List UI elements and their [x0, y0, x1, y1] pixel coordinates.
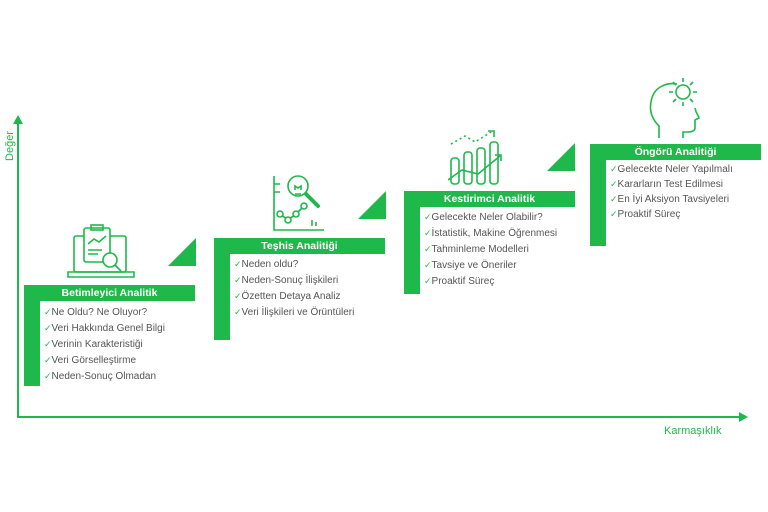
step-triangle [547, 143, 575, 171]
step-bar [590, 144, 606, 246]
list-item: ✓Kararların Test Edilmesi [610, 177, 733, 192]
check-icon: ✓ [234, 259, 242, 269]
check-icon: ✓ [44, 355, 52, 365]
list-item-text: Proaktif Süreç [431, 276, 495, 287]
list-item: ✓İstatistik, Makine Öğrenmesi [424, 225, 557, 241]
list-item: ✓Özetten Detaya Analiz [234, 288, 354, 304]
list-item: ✓Proaktif Süreç [424, 273, 557, 289]
x-axis [17, 416, 741, 418]
list-item-text: Neden oldu? [241, 259, 299, 270]
check-icon: ✓ [44, 307, 52, 317]
check-icon: ✓ [610, 164, 618, 174]
list-item: ✓Tavsiye ve Öneriler [424, 257, 557, 273]
y-axis-label: Değer [4, 131, 16, 161]
list-item-text: Veri İlişkileri ve Örüntüleri [241, 307, 355, 318]
list-item-text: Neden-Sonuç Olmadan [51, 371, 157, 382]
list-item: ✓Gelecekte Neler Yapılmalı [610, 162, 733, 177]
bar-chart-trend-icon [448, 130, 502, 185]
list-item-text: Tavsiye ve Öneriler [431, 260, 517, 271]
list-item-text: Tahminleme Modelleri [431, 244, 529, 255]
step-bar [404, 191, 420, 294]
check-icon: ✓ [44, 371, 52, 381]
check-icon: ✓ [610, 209, 618, 219]
check-icon: ✓ [424, 260, 432, 270]
x-axis-label: Karmaşıklık [664, 425, 722, 437]
list-item-text: Gelecekte Neler Yapılmalı [617, 164, 733, 175]
list-item: ✓Veri Görselleştirme [44, 352, 165, 368]
list-item: ✓Gelecekte Neler Olabilir? [424, 209, 557, 225]
list-item-text: Verinin Karakteristiği [51, 339, 143, 350]
list-item-text: Kararların Test Edilmesi [617, 179, 723, 190]
clipboard-laptop-magnifier-icon [67, 224, 135, 278]
step-bar [214, 238, 230, 340]
check-icon: ✓ [424, 212, 432, 222]
check-icon: ✓ [234, 291, 242, 301]
list-item: ✓Verinin Karakteristiği [44, 336, 165, 352]
list-item-text: Neden-Sonuç İlişkileri [241, 275, 339, 286]
list-item-text: En İyi Aksiyon Tavsiyeleri [617, 194, 730, 205]
list-item: ✓Neden-Sonuç Olmadan [44, 368, 165, 384]
head-sun-idea-icon [649, 78, 700, 138]
step-triangle [358, 191, 386, 219]
list-item: ✓Ne Oldu? Ne Oluyor? [44, 304, 165, 320]
step-title: Kestirimci Analitik [404, 191, 575, 207]
list-item: ✓Neden-Sonuç İlişkileri [234, 272, 354, 288]
chart-lightbulb-magnifier-icon [273, 175, 324, 231]
step-bar [24, 285, 40, 386]
check-icon: ✓ [234, 307, 242, 317]
check-icon: ✓ [424, 228, 432, 238]
check-icon: ✓ [424, 244, 432, 254]
check-icon: ✓ [234, 275, 242, 285]
step-title: Teşhis Analitiği [214, 238, 385, 254]
list-item: ✓Veri Hakkında Genel Bilgi [44, 320, 165, 336]
y-axis-arrow-icon [13, 115, 23, 124]
list-item-text: Veri Hakkında Genel Bilgi [51, 323, 165, 334]
list-item-text: Gelecekte Neler Olabilir? [431, 212, 543, 223]
y-axis [17, 122, 19, 418]
list-item: ✓Veri İlişkileri ve Örüntüleri [234, 304, 354, 320]
list-item: ✓Proaktif Süreç [610, 207, 733, 222]
list-item-text: Özetten Detaya Analiz [241, 291, 341, 302]
list-item: ✓Tahminleme Modelleri [424, 241, 557, 257]
check-icon: ✓ [610, 194, 618, 204]
list-item-text: İstatistik, Makine Öğrenmesi [431, 228, 558, 239]
check-icon: ✓ [424, 276, 432, 286]
list-item-text: Proaktif Süreç [617, 209, 681, 220]
step-title: Betimleyici Analitik [24, 285, 195, 301]
check-icon: ✓ [44, 323, 52, 333]
list-item-text: Veri Görselleştirme [51, 355, 137, 366]
check-icon: ✓ [610, 179, 618, 189]
list-item: ✓En İyi Aksiyon Tavsiyeleri [610, 192, 733, 207]
list-item-text: Ne Oldu? Ne Oluyor? [51, 307, 148, 318]
step-triangle [168, 238, 196, 266]
step-title: Öngörü Analitiği [590, 144, 761, 160]
x-axis-arrow-icon [739, 412, 748, 422]
list-item: ✓Neden oldu? [234, 256, 354, 272]
check-icon: ✓ [44, 339, 52, 349]
